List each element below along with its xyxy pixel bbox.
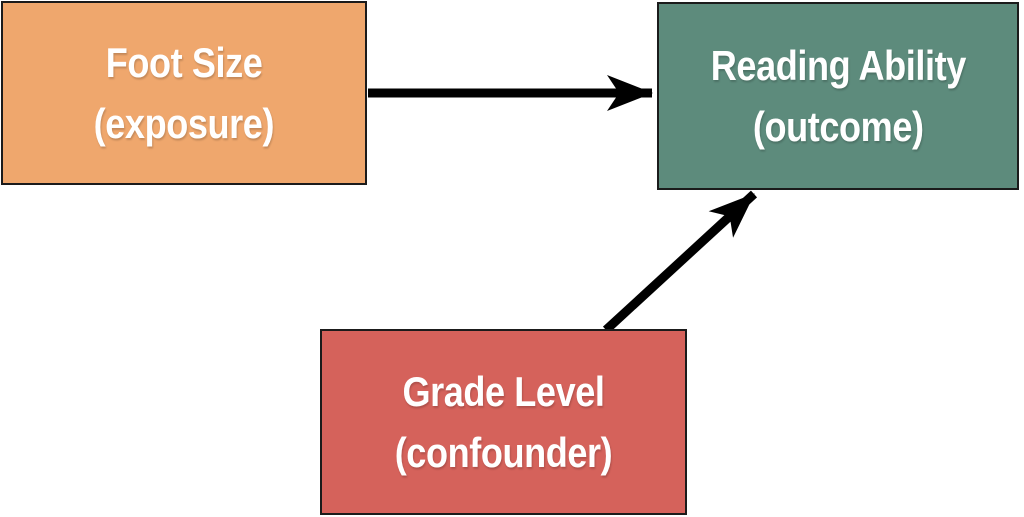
node-confounder-sublabel: (confounder) (394, 429, 613, 476)
node-exposure: Foot Size (exposure) (1, 1, 367, 185)
node-exposure-label: Foot Size (105, 39, 263, 86)
node-outcome-sublabel: (outcome) (752, 103, 924, 150)
node-confounder-label: Grade Level (402, 368, 605, 415)
node-exposure-sublabel: (exposure) (93, 100, 275, 147)
node-confounder: Grade Level (confounder) (320, 329, 687, 515)
node-outcome: Reading Ability (outcome) (657, 2, 1019, 190)
edge-confounder-to-outcome (602, 190, 758, 334)
node-outcome-label: Reading Ability (710, 42, 966, 89)
